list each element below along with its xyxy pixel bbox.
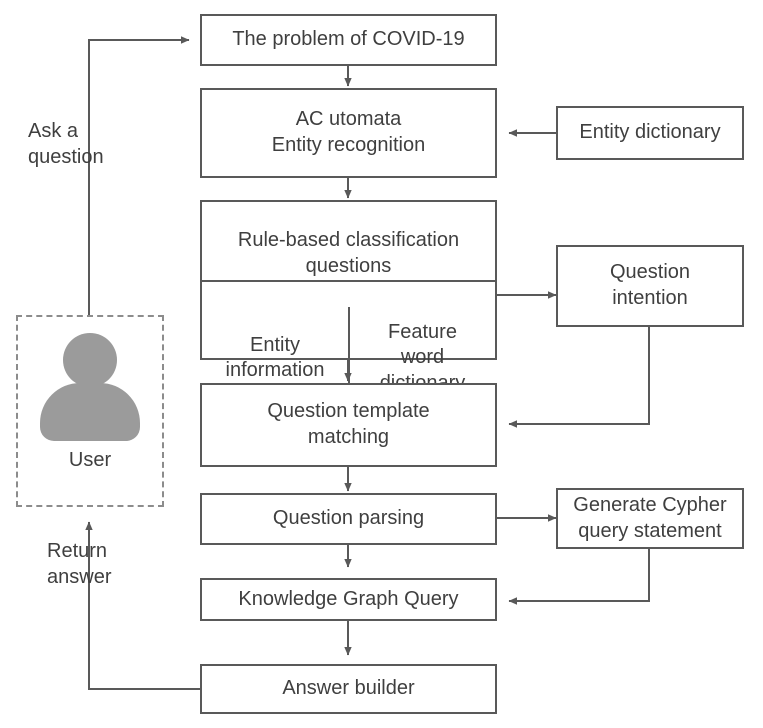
edge-label-return-answer: Return answer: [47, 540, 112, 588]
node-rule-based-classification-group: Rule-based classification questions Enti…: [200, 200, 497, 410]
node-user[interactable]: User: [16, 315, 164, 507]
node-question-intention[interactable]: Question intention: [556, 245, 744, 327]
edge-user-to-problem: [88, 36, 190, 315]
node-entity-information[interactable]: Entity information: [202, 307, 350, 410]
edge-intention-to-template: [508, 327, 650, 428]
user-head-shape: [63, 333, 117, 387]
edge-label-ask-a-question: Ask a question: [28, 120, 104, 168]
node-question-parsing[interactable]: Question parsing: [200, 493, 497, 545]
node-question-template-matching[interactable]: Question template matching: [200, 383, 497, 467]
node-ac-automata-entity-recognition[interactable]: AC utomata Entity recognition: [200, 88, 497, 178]
node-answer-builder[interactable]: Answer builder: [200, 664, 497, 714]
node-problem-of-covid19[interactable]: The problem of COVID-19: [200, 14, 497, 66]
edge-cypher-to-kgquery: [508, 549, 650, 605]
node-rule-based-classification-questions[interactable]: Rule-based classification questions: [202, 228, 495, 282]
node-entity-dictionary[interactable]: Entity dictionary: [556, 106, 744, 160]
node-generate-cypher-query-statement[interactable]: Generate Cypher query statement: [556, 488, 744, 549]
node-knowledge-graph-query[interactable]: Knowledge Graph Query: [200, 578, 497, 621]
user-body-shape: [40, 383, 140, 441]
user-label: User: [68, 449, 112, 471]
user-avatar-icon: [36, 333, 144, 441]
